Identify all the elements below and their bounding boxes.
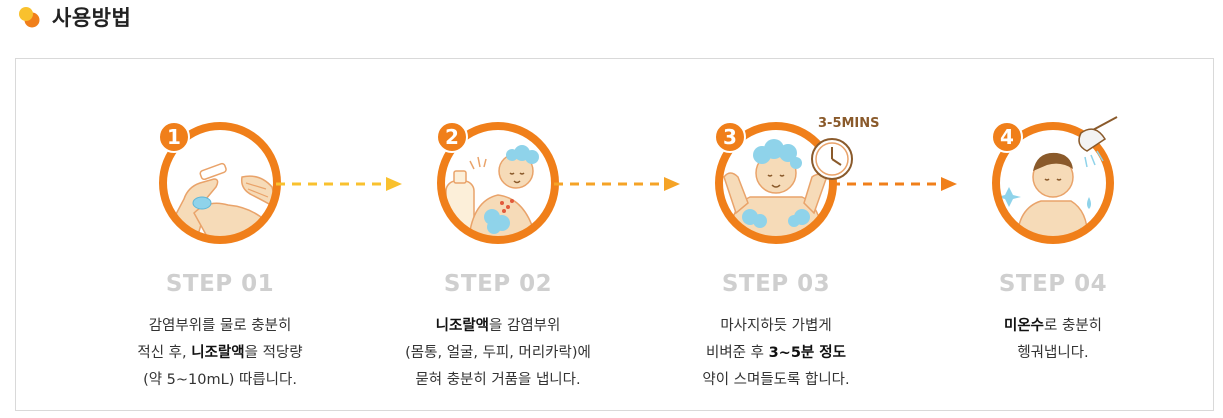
step-3-label: STEP 03	[721, 271, 831, 297]
shower-head-icon	[1078, 116, 1118, 168]
description-line: 비벼준 후 3~5분 정도	[706, 345, 846, 361]
section-title: 사용방법	[52, 6, 132, 30]
step-1-label: STEP 01	[165, 271, 275, 297]
description-line: 헹궈냅니다.	[1017, 345, 1089, 361]
step-4-number: 4	[1000, 125, 1014, 149]
description-line: (약 5~10mL) 따릅니다.	[143, 372, 297, 388]
description-line: 니조랄액을 감염부위	[435, 318, 561, 334]
description-emphasis: 미온수	[1004, 318, 1045, 334]
step-1-number: 1	[167, 125, 181, 149]
description-emphasis: 니조랄액	[191, 345, 245, 361]
step-4-illustration: 4	[991, 116, 1118, 244]
step-3-timer-text: 3-5MINS	[818, 116, 880, 131]
step-4-label: STEP 04	[998, 271, 1108, 297]
description-line: 감염부위를 물로 충분히	[148, 318, 292, 334]
step-2-label: STEP 02	[443, 271, 553, 297]
description-line: 적신 후, 니조랄액을 적당량	[137, 345, 303, 361]
description-emphasis: 니조랄액	[435, 318, 490, 334]
step-2-number: 2	[445, 125, 459, 149]
description-emphasis: 3~5분 정도	[768, 345, 846, 361]
step-1-illustration: 1	[158, 121, 281, 244]
sparkle-icon	[997, 187, 1021, 207]
header-dots-icon	[19, 7, 40, 28]
description-line: (몸통, 얼굴, 두피, 머리카락)에	[405, 345, 591, 361]
step-arrow-icon	[831, 177, 957, 191]
section-header: 사용방법	[18, 2, 131, 32]
step-3-number: 3	[723, 125, 737, 149]
description-line: 묻혀 충분히 거품을 냅니다.	[415, 372, 581, 388]
step-arrow-icon	[276, 177, 402, 191]
description-line: 약이 스며들도록 합니다.	[702, 372, 850, 388]
description-line: 미온수로 충분히	[1004, 318, 1102, 334]
step-3-illustration: 3 3-5MINS	[714, 116, 880, 244]
water-drop-icon	[1087, 197, 1091, 209]
description-line: 마사지하듯 가볍게	[720, 318, 832, 334]
step-2-illustration: 2	[436, 121, 559, 244]
step-arrow-icon	[554, 177, 680, 191]
clock-icon	[811, 138, 853, 180]
